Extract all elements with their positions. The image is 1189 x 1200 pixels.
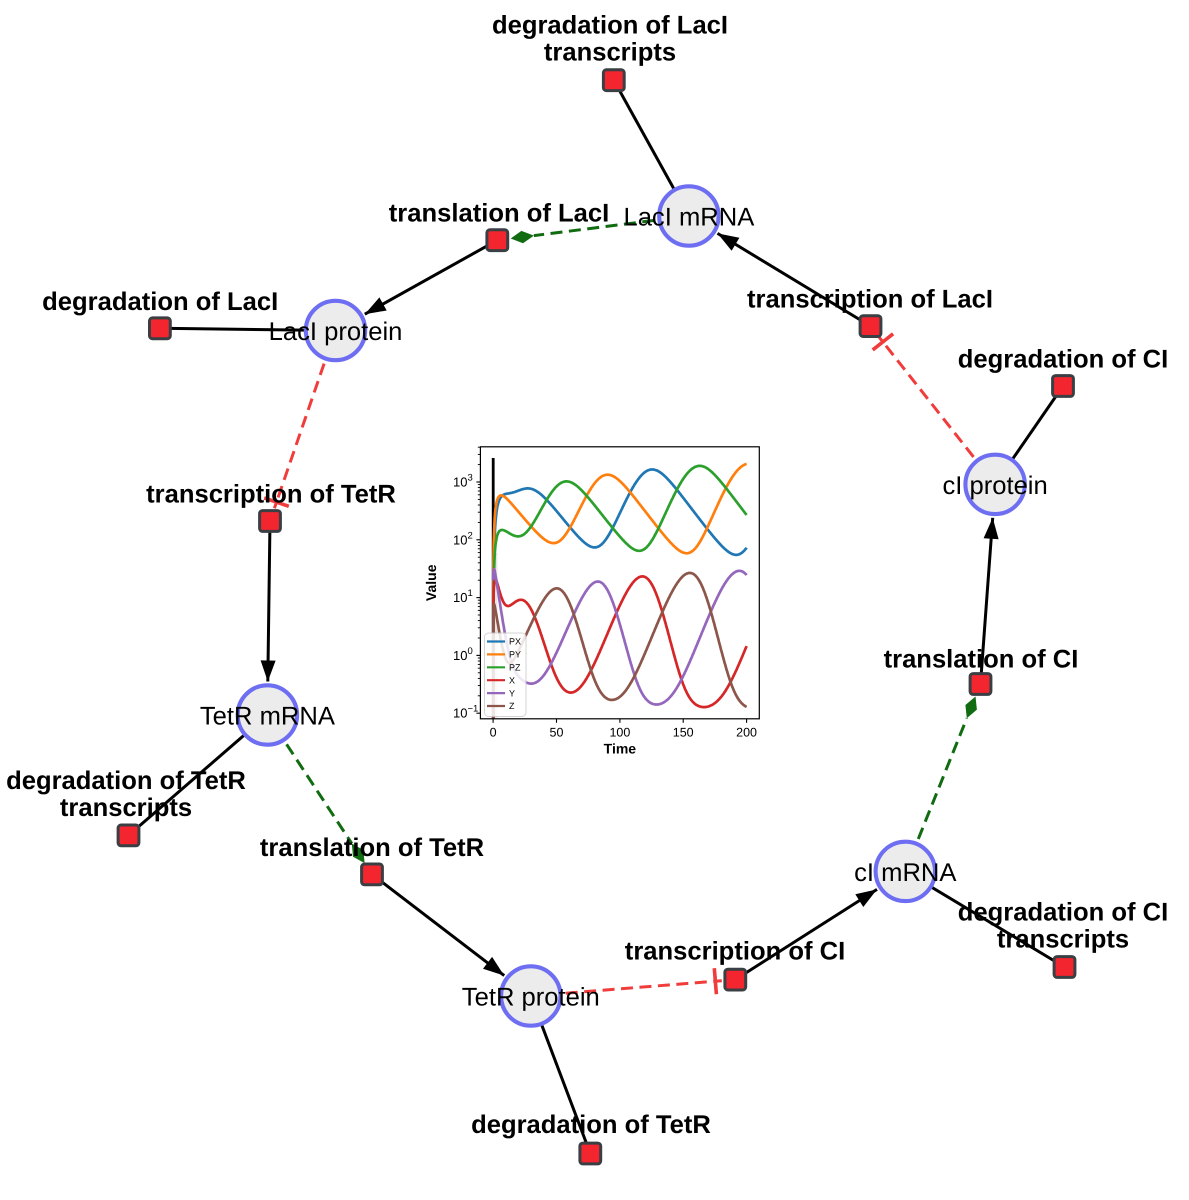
svg-text:LacI protein: LacI protein <box>269 318 403 346</box>
svg-text:Z: Z <box>509 701 515 711</box>
svg-text:2: 2 <box>468 530 473 541</box>
svg-text:cI protein: cI protein <box>942 472 1047 500</box>
svg-text:transcription of LacI: transcription of LacI <box>747 286 993 314</box>
svg-text:degradation of LacI: degradation of LacI <box>492 12 728 40</box>
svg-text:transcripts: transcripts <box>60 794 192 822</box>
svg-text:0: 0 <box>468 646 473 657</box>
svg-text:degradation of CI: degradation of CI <box>958 346 1168 374</box>
svg-text:Value: Value <box>423 564 439 601</box>
svg-text:10: 10 <box>453 706 467 721</box>
svg-text:X: X <box>509 675 515 685</box>
svg-text:PZ: PZ <box>509 663 521 673</box>
svg-text:degradation of TetR: degradation of TetR <box>471 1111 711 1139</box>
svg-text:cI mRNA: cI mRNA <box>854 859 957 887</box>
svg-text:Time: Time <box>604 741 637 757</box>
svg-text:transcripts: transcripts <box>997 926 1129 954</box>
svg-text:LacI mRNA: LacI mRNA <box>623 204 755 232</box>
svg-text:3: 3 <box>468 473 473 484</box>
svg-text:transcription of CI: transcription of CI <box>625 938 845 966</box>
svg-text:10: 10 <box>453 590 467 605</box>
svg-text:translation of CI: translation of CI <box>884 646 1079 674</box>
svg-text:1: 1 <box>468 588 473 599</box>
svg-text:degradation of TetR: degradation of TetR <box>6 767 246 795</box>
svg-text:translation of TetR: translation of TetR <box>260 834 484 862</box>
svg-text:10: 10 <box>453 648 467 663</box>
svg-text:0: 0 <box>490 726 497 740</box>
svg-text:TetR mRNA: TetR mRNA <box>200 703 336 731</box>
svg-text:150: 150 <box>673 726 694 740</box>
svg-text:degradation of LacI: degradation of LacI <box>42 288 278 316</box>
svg-text:degradation of CI: degradation of CI <box>958 899 1168 927</box>
svg-text:transcription of TetR: transcription of TetR <box>146 480 396 508</box>
svg-text:TetR protein: TetR protein <box>462 984 600 1012</box>
svg-text:transcripts: transcripts <box>544 39 676 67</box>
svg-text:10: 10 <box>453 475 467 490</box>
svg-text:translation of LacI: translation of LacI <box>389 200 609 228</box>
svg-text:100: 100 <box>609 726 630 740</box>
svg-text:50: 50 <box>550 726 564 740</box>
svg-text:200: 200 <box>736 726 757 740</box>
svg-text:PY: PY <box>509 650 521 660</box>
svg-text:PX: PX <box>509 637 521 647</box>
svg-text:−1: −1 <box>468 704 479 715</box>
svg-text:10: 10 <box>453 532 467 547</box>
svg-text:Y: Y <box>509 688 515 698</box>
